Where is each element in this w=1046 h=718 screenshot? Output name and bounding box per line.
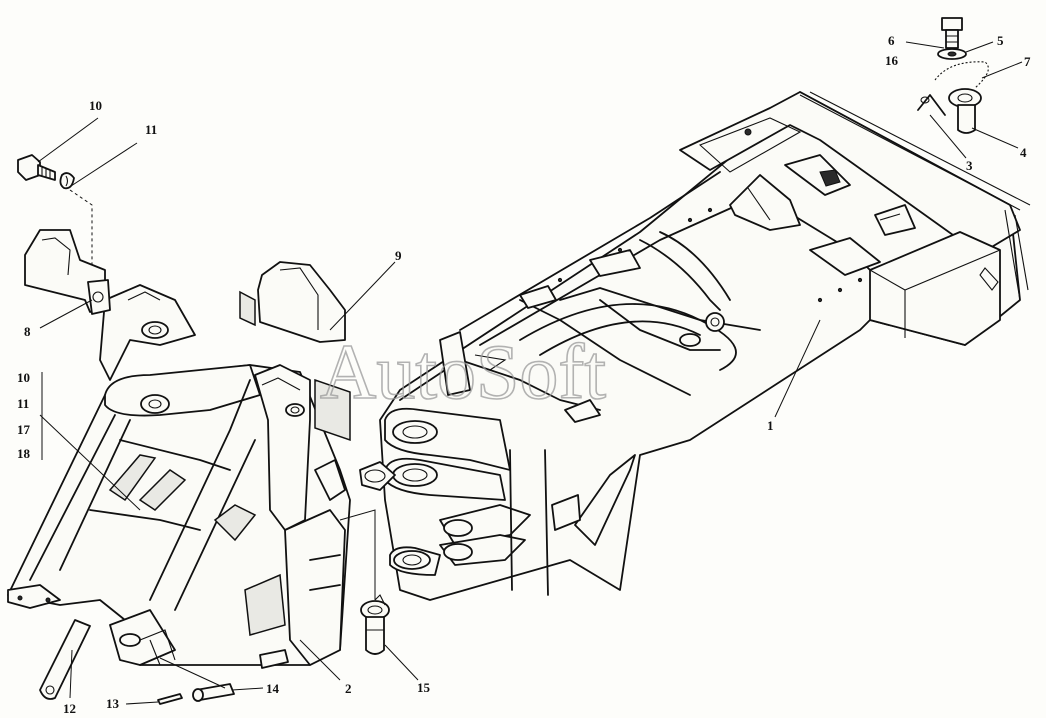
callout-8: 8 (24, 324, 31, 339)
part-7-chain (934, 61, 989, 89)
group-item-18: 18 (17, 446, 31, 461)
callout-15: 15 (417, 680, 431, 695)
callout-13: 13 (106, 696, 120, 711)
callout-16: 16 (885, 53, 899, 68)
callout-5: 5 (997, 33, 1004, 48)
part-3-clip (917, 94, 946, 116)
callout-11: 11 (145, 122, 157, 137)
group-item-11: 11 (17, 396, 29, 411)
callout-3: 3 (966, 158, 973, 173)
callout-12: 12 (63, 701, 76, 716)
callout-2: 2 (345, 681, 352, 696)
callout-14: 14 (266, 681, 280, 696)
callout-10: 10 (89, 98, 102, 113)
callout-labels: 1 2 3 4 5 6 7 8 9 10 11 12 13 14 15 16 (24, 33, 1031, 716)
part-4-pin (948, 88, 982, 134)
part-14-pin (192, 683, 235, 702)
part-9-bracket (239, 261, 351, 442)
callout-6: 6 (888, 33, 895, 48)
part-8-bracket (24, 229, 111, 315)
part-12-pin (39, 619, 91, 700)
part-15-pin (360, 594, 390, 655)
callout-group-list: 10 11 17 18 (17, 370, 31, 461)
callout-1: 1 (767, 418, 774, 433)
rear-frame (359, 91, 1031, 601)
watermark: AutoSoft (320, 328, 606, 415)
leader-lines (37, 41, 1023, 705)
front-frame (7, 284, 351, 669)
part-5-washer (937, 48, 967, 60)
part-6-bolt (941, 17, 963, 49)
group-item-17: 17 (17, 422, 31, 437)
part-13-cotter (157, 693, 183, 705)
callout-4: 4 (1020, 145, 1027, 160)
callout-7: 7 (1024, 54, 1031, 69)
callout-9: 9 (395, 248, 402, 263)
group-item-10: 10 (17, 370, 30, 385)
part-10-bolt (17, 154, 56, 181)
